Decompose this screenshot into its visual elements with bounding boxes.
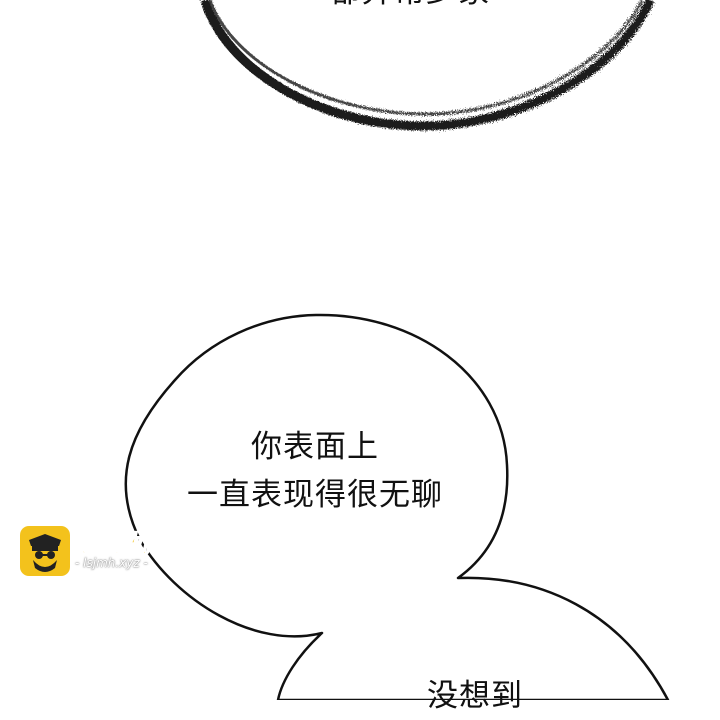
main-bubble-line-2: 一直表现得很无聊: [187, 477, 443, 513]
top-fuzzy-bubble: [200, 0, 655, 131]
watermark-url: - lsjmh.xyz -: [75, 556, 148, 570]
bottom-bubble-line: 没想到: [427, 678, 523, 714]
main-bubble-text: 你表面上 一直表现得很无聊: [160, 423, 470, 519]
top-bubble-line: 都弄常少家: [330, 0, 490, 10]
main-bubble-line-1: 你表面上: [251, 429, 379, 465]
main-speech-bubble: [124, 313, 670, 700]
watermark-title: 老司机: [75, 530, 150, 559]
top-bubble-text: 都弄常少家: [260, 0, 560, 16]
bottom-bubble-text: 没想到: [395, 672, 555, 720]
driver-face-icon: [20, 526, 70, 576]
comic-panel: 都弄常少家 你表面上 一直表现得很无聊 没想到 老司机 - lsjmh.xyz …: [20, 0, 670, 714]
watermark: 老司机 - lsjmh.xyz -: [20, 526, 180, 576]
speech-bubbles-artwork: [124, 0, 670, 700]
